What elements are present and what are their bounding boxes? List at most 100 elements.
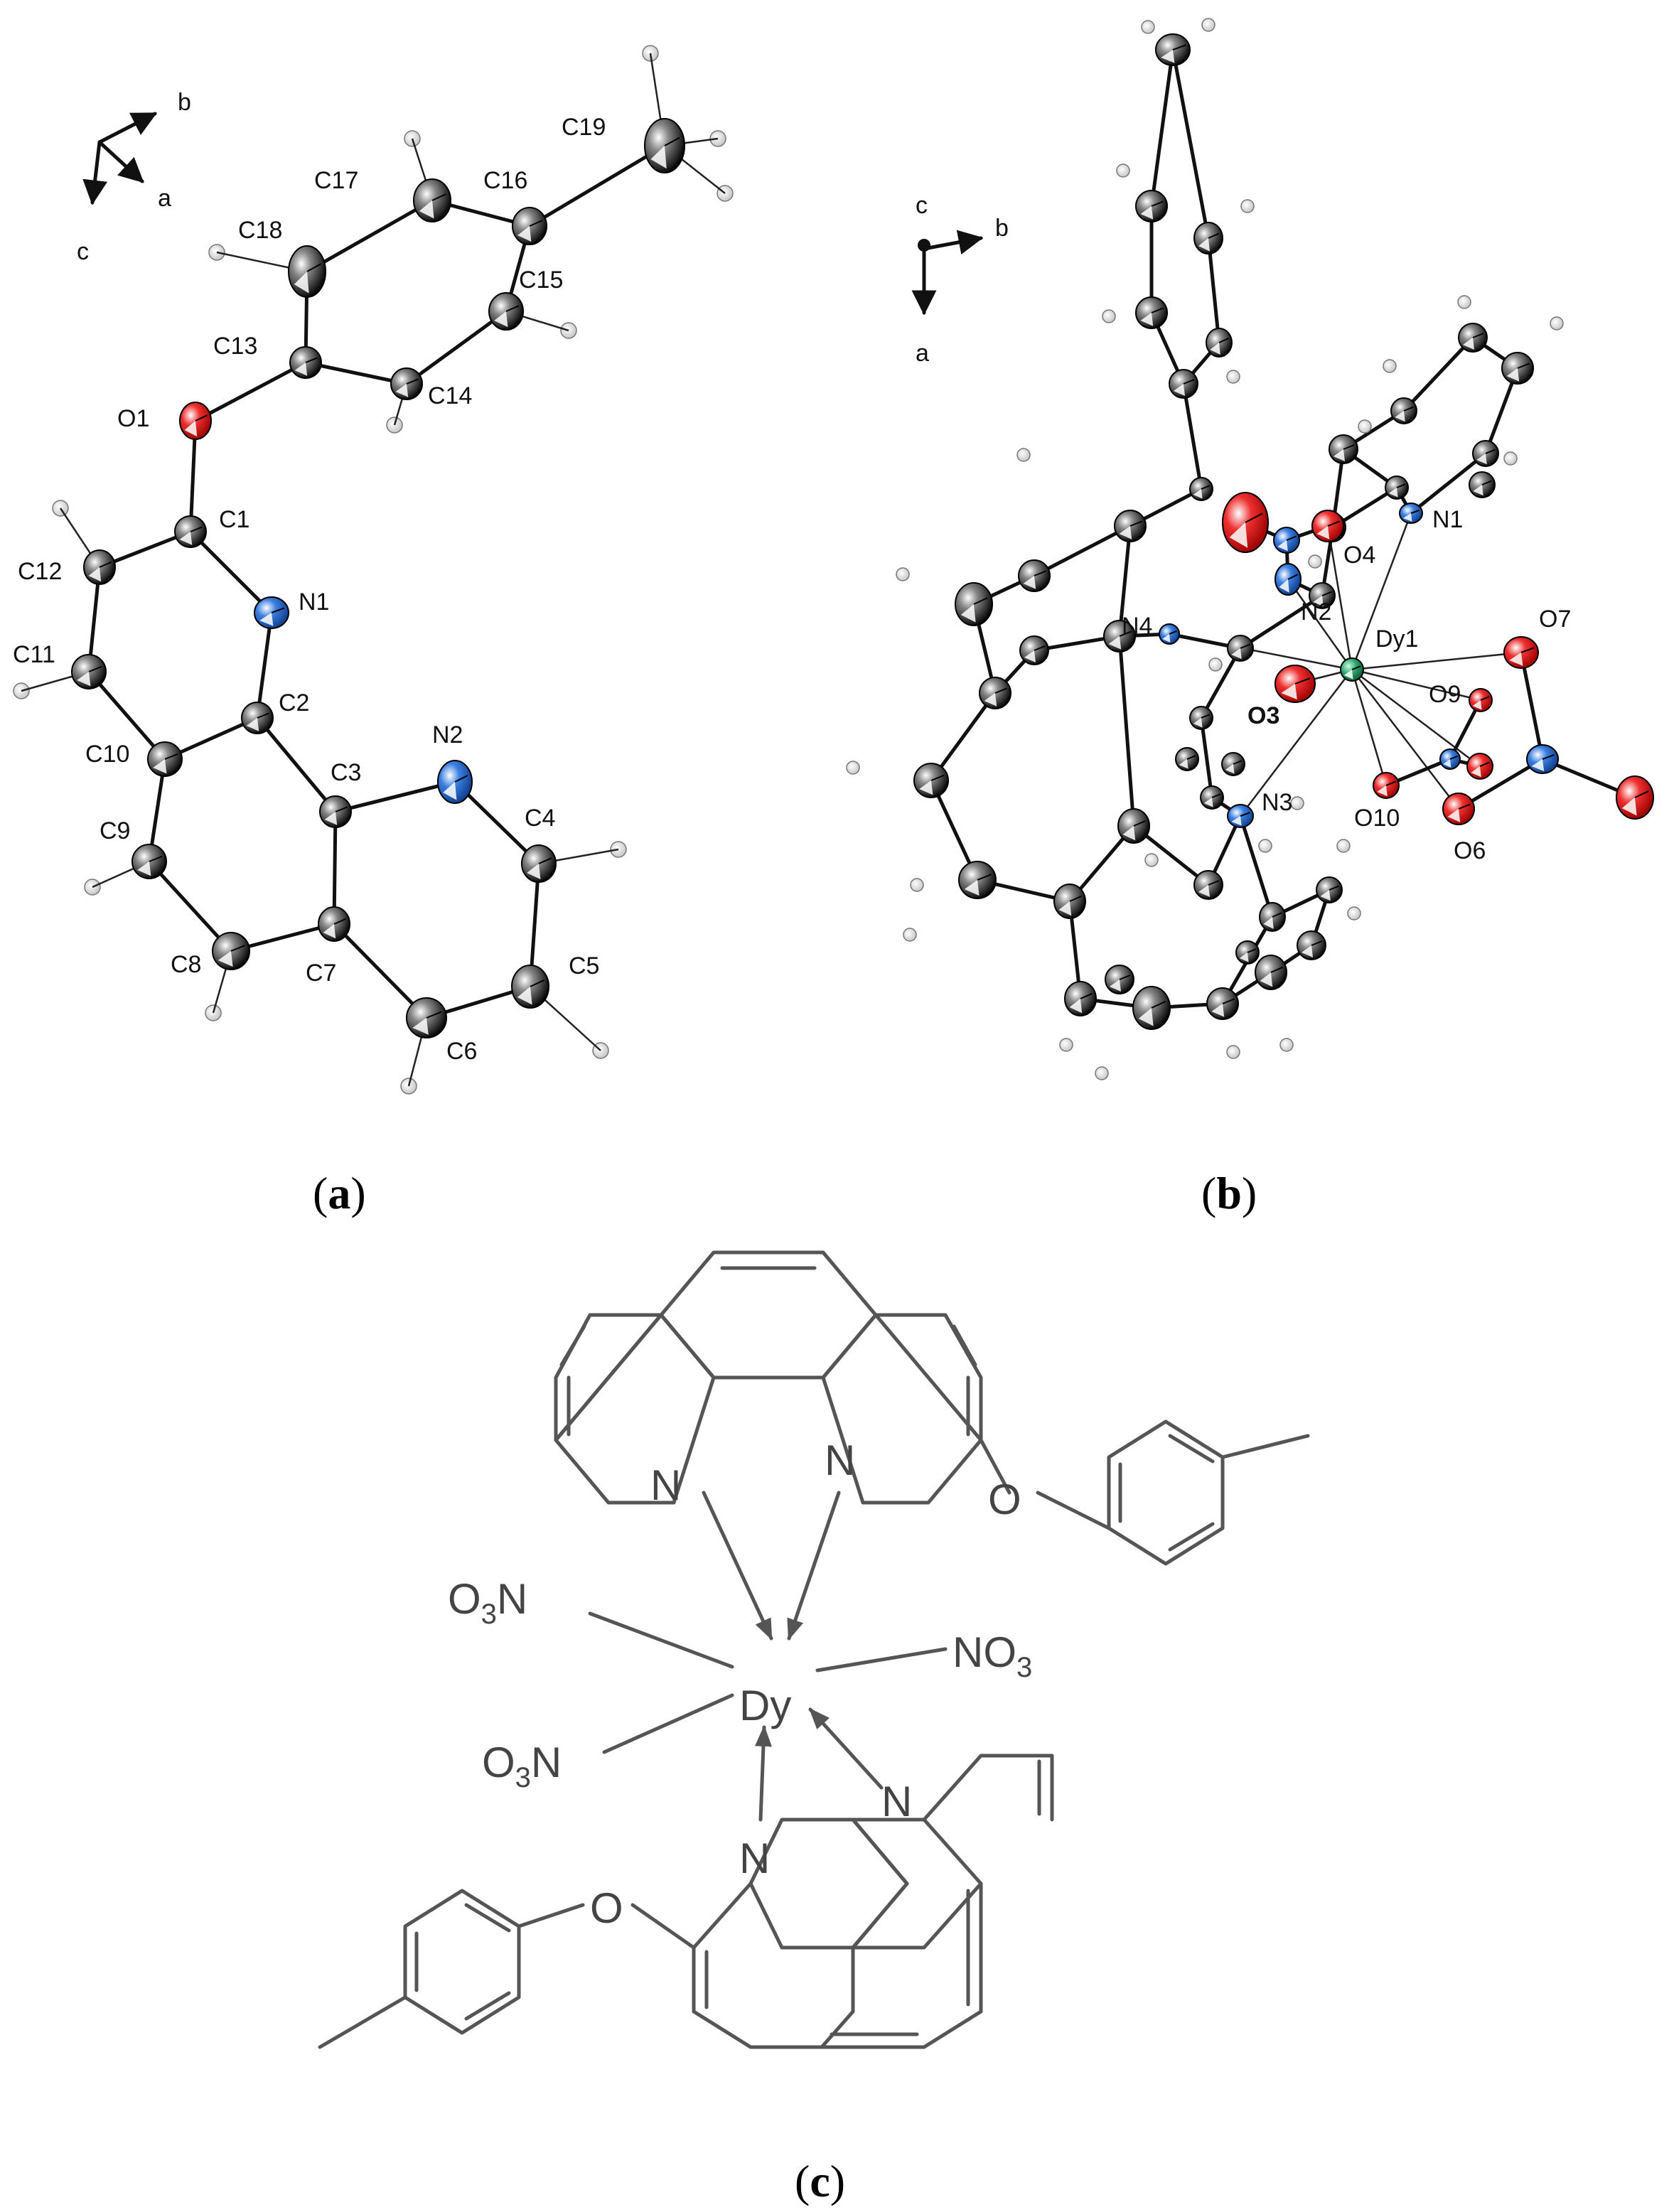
panel-b-caption: (b) bbox=[1201, 1168, 1257, 1218]
label-o7: O7 bbox=[1539, 606, 1571, 633]
atom-c-30 bbox=[1385, 476, 1409, 500]
axis-c-label-b: c bbox=[916, 192, 928, 219]
atom-n1 bbox=[254, 596, 289, 629]
label-c9: C9 bbox=[100, 817, 130, 844]
n-to-dy-arrow-upper-left bbox=[702, 1491, 773, 1641]
hydrogen-atom bbox=[846, 761, 860, 775]
axis-c-label: c bbox=[77, 238, 89, 265]
atom-n3 bbox=[1227, 804, 1254, 828]
atom-c-2 bbox=[1193, 222, 1223, 254]
bond bbox=[147, 859, 233, 953]
atom-c-39 bbox=[1221, 752, 1245, 776]
bond bbox=[1238, 594, 1324, 650]
atom-c-29 bbox=[1390, 397, 1417, 424]
n-to-dy-arrow-lower-right bbox=[808, 1707, 884, 1790]
bond bbox=[255, 716, 338, 814]
atom-c4 bbox=[521, 844, 557, 883]
panel-a-bonds bbox=[87, 144, 667, 1020]
bond bbox=[1519, 650, 1545, 761]
upper-phenanthroline bbox=[554, 1250, 1011, 1505]
hydrogen-atom bbox=[1457, 295, 1471, 309]
label-n4: N4 bbox=[1122, 613, 1152, 640]
bond bbox=[332, 810, 338, 926]
atom-c19 bbox=[644, 118, 685, 173]
atom-c-23 bbox=[1200, 785, 1224, 810]
nitrate-bond-left-top bbox=[588, 1611, 734, 1669]
atom-c3 bbox=[319, 795, 352, 828]
atom-c-33 bbox=[1472, 440, 1499, 467]
atom-c17 bbox=[413, 178, 451, 222]
atom-c-0 bbox=[1155, 33, 1191, 66]
upper-n-right-label: N bbox=[825, 1437, 855, 1484]
atom-o13 bbox=[1222, 492, 1269, 553]
label-o1: O1 bbox=[117, 405, 149, 432]
bond bbox=[304, 360, 409, 386]
label-c19: C19 bbox=[562, 114, 606, 141]
atom-n6 bbox=[1526, 744, 1559, 774]
atom-c-6 bbox=[1189, 477, 1213, 501]
axis-c-arrow bbox=[82, 140, 108, 205]
bond bbox=[332, 922, 429, 1020]
bond bbox=[1181, 382, 1203, 491]
atom-c-3 bbox=[1135, 296, 1168, 329]
hydrogen-atom bbox=[903, 928, 917, 942]
hydrogen-atom bbox=[1503, 451, 1518, 466]
atom-c-20 bbox=[1132, 986, 1171, 1030]
hydrogen-atom bbox=[1550, 316, 1564, 331]
label-c12: C12 bbox=[18, 558, 62, 585]
label-c4: C4 bbox=[525, 805, 555, 832]
atom-c12 bbox=[83, 549, 116, 585]
bond bbox=[1171, 48, 1211, 240]
atom-c-36 bbox=[1297, 930, 1326, 960]
atom-o11 bbox=[1616, 775, 1654, 820]
atom-c-11 bbox=[1103, 620, 1136, 653]
label-o3: O3 bbox=[1247, 702, 1279, 729]
atom-c-19 bbox=[1206, 987, 1239, 1020]
atom-o3 bbox=[1274, 665, 1316, 703]
axis-a-label-b: a bbox=[916, 340, 929, 367]
lower-ether-o-label: O bbox=[590, 1884, 623, 1932]
label-o10: O10 bbox=[1354, 805, 1400, 832]
atom-o10 bbox=[1373, 772, 1400, 799]
atom-c-16 bbox=[1117, 808, 1150, 844]
atom-o12 bbox=[1466, 753, 1493, 780]
label-c3: C3 bbox=[331, 759, 361, 786]
bond bbox=[1351, 668, 1481, 702]
atom-c-32 bbox=[1501, 352, 1534, 385]
bond bbox=[1199, 716, 1214, 800]
atom-c-21 bbox=[1105, 965, 1134, 994]
axis-b-label: b bbox=[178, 89, 191, 116]
bond bbox=[1351, 651, 1522, 671]
hydrogen-atom bbox=[1059, 1038, 1073, 1052]
atom-c-24 bbox=[1189, 706, 1213, 730]
upper-ether-o-label: O bbox=[988, 1476, 1021, 1523]
label-c15: C15 bbox=[519, 267, 563, 294]
bond bbox=[1287, 579, 1353, 670]
hydrogen-atom bbox=[910, 878, 924, 892]
label-c11: C11 bbox=[13, 641, 55, 668]
atom-c-18 bbox=[1259, 902, 1286, 932]
bond bbox=[1117, 524, 1132, 638]
nitrate-bond-right bbox=[815, 1647, 948, 1673]
atom-c6 bbox=[406, 997, 447, 1038]
bond bbox=[1240, 669, 1353, 817]
label-c16: C16 bbox=[483, 167, 527, 194]
atom-c-26 bbox=[1309, 582, 1336, 609]
atom-c5 bbox=[511, 965, 549, 1009]
metal-center-label: Dy bbox=[739, 1682, 791, 1729]
atom-c14 bbox=[390, 367, 423, 400]
atom-o6 bbox=[1442, 793, 1475, 825]
label-c2: C2 bbox=[279, 689, 309, 716]
n-to-dy-arrow-lower-left bbox=[754, 1725, 772, 1822]
upper-aryl-ether bbox=[1036, 1419, 1310, 1566]
atom-c-10 bbox=[1019, 635, 1049, 665]
bond bbox=[305, 198, 434, 274]
bond bbox=[333, 780, 457, 814]
bond bbox=[1117, 634, 1136, 828]
atom-c16 bbox=[512, 207, 547, 245]
upper-n-left-label: N bbox=[650, 1461, 681, 1509]
hydrogen-atom bbox=[1226, 1045, 1240, 1059]
